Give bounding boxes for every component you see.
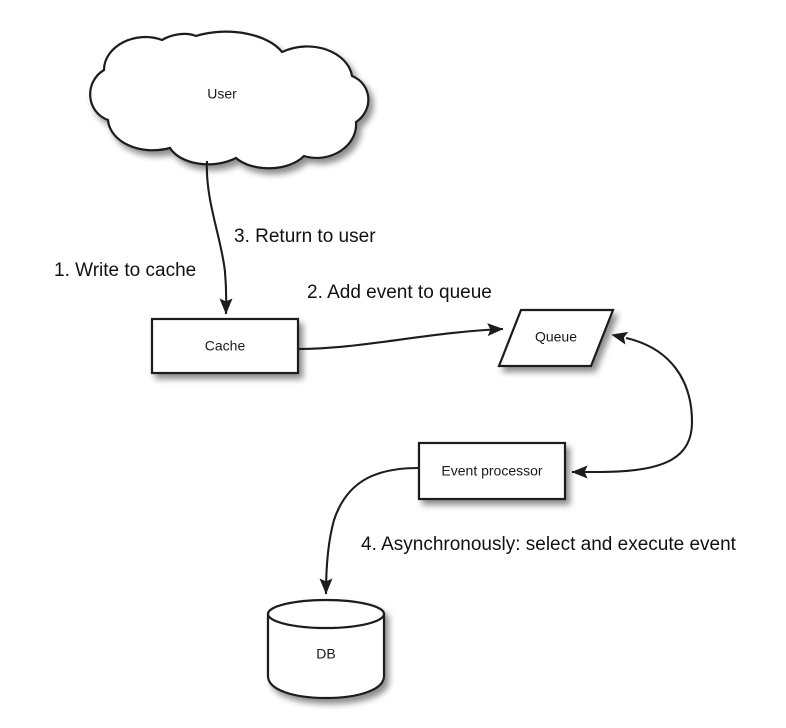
step-label-1: 1. Write to cache (54, 260, 196, 281)
edge-queue-eventprocessor[interactable] (571, 331, 694, 479)
node-event-processor-label: Event processor (441, 463, 542, 479)
step-label-3: 3. Return to user (234, 226, 376, 247)
node-user[interactable] (89, 30, 370, 170)
node-queue-label: Queue (535, 329, 577, 345)
node-db-label: DB (316, 646, 335, 662)
step-label-2: 2. Add event to queue (307, 282, 492, 303)
event-processor-rect (417, 441, 567, 501)
step-label-4: 4. Asynchronously: select and execute ev… (361, 534, 737, 555)
node-event-processor[interactable] (417, 441, 567, 501)
edge-user-to-cache[interactable] (205, 160, 233, 315)
node-user-label: User (207, 86, 237, 102)
node-db[interactable] (266, 598, 386, 700)
node-cache-label: Cache (205, 338, 246, 354)
cache-rect (150, 317, 300, 375)
edge-eventprocessor-to-db[interactable] (319, 466, 420, 595)
edge-cache-to-queue[interactable] (297, 323, 504, 351)
node-cache[interactable] (150, 317, 300, 375)
cloud-shape (89, 30, 370, 170)
db-cylinder-top (266, 598, 386, 630)
db-cylinder-body (266, 612, 386, 700)
